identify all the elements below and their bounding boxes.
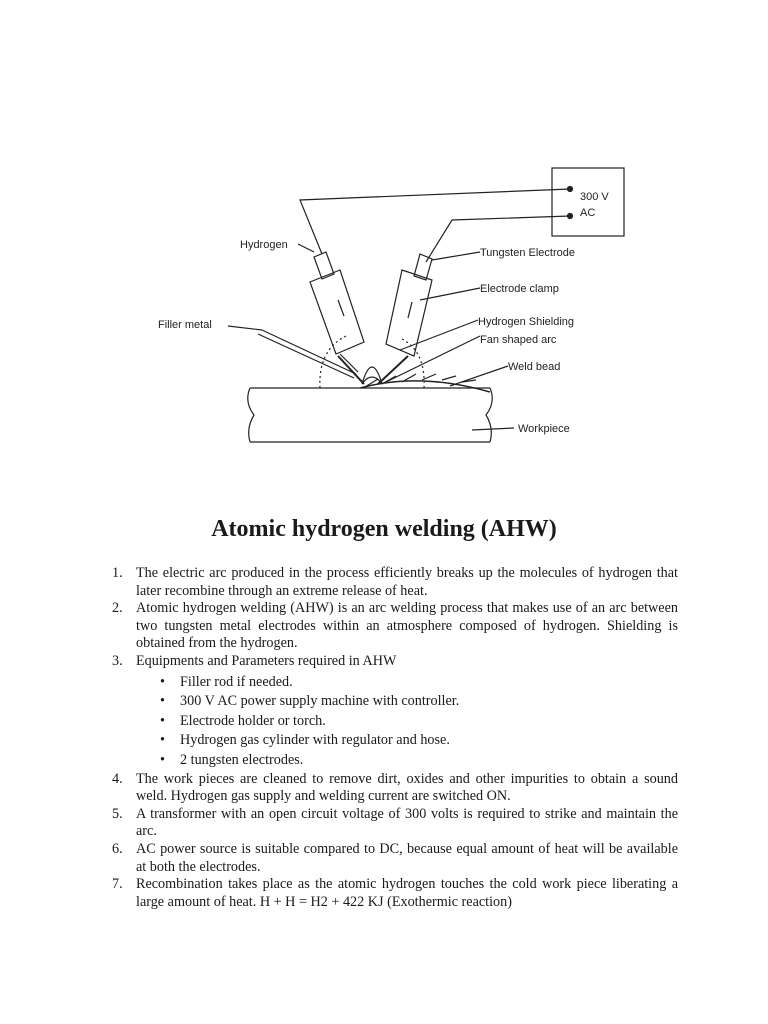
list-item: 7. Recombination takes place as the atomi… bbox=[112, 876, 678, 911]
item-text: The work pieces are cleaned to remove di… bbox=[136, 770, 678, 805]
equipment-text: Hydrogen gas cylinder with regulator and… bbox=[180, 732, 450, 749]
hydrogen-shielding bbox=[319, 335, 425, 389]
ahw-process-diagram: 300 V AC Hydrogen Tungsten Electrode Ele… bbox=[158, 167, 625, 443]
workpiece bbox=[247, 387, 493, 443]
list-item: 3. Equipments and Parameters required in … bbox=[112, 653, 678, 771]
list-item: 4. The work pieces are cleaned to remove … bbox=[112, 771, 678, 806]
weld-bead bbox=[359, 380, 491, 393]
bullet-icon: • bbox=[160, 751, 165, 768]
item-text: Recombination takes place as the atomic … bbox=[136, 876, 678, 910]
label-weld-bead: Weld bead bbox=[508, 361, 560, 373]
label-hydrogen: Hydrogen bbox=[240, 239, 288, 251]
document-body: 1. The electric arc produced in the proce… bbox=[112, 565, 678, 911]
item-text: A transformer with an open circuit volta… bbox=[136, 805, 678, 840]
label-power-1: 300 V bbox=[580, 191, 609, 203]
item-text: Atomic hydrogen welding (AHW) is an arc … bbox=[136, 600, 678, 652]
label-fan-arc: Fan shaped arc bbox=[480, 334, 557, 346]
filler-rod bbox=[257, 329, 357, 379]
left-torch bbox=[309, 251, 365, 385]
item-text: AC power source is suitable compared to … bbox=[136, 840, 678, 875]
item-number: 1. bbox=[112, 565, 123, 581]
item-number: 6. bbox=[112, 840, 123, 857]
bullet-icon: • bbox=[160, 712, 165, 729]
page-title: Atomic hydrogen welding (AHW) bbox=[211, 516, 557, 542]
item-number: 3. bbox=[112, 652, 123, 669]
power-supply-box bbox=[551, 167, 625, 237]
bullet-icon: • bbox=[160, 732, 165, 749]
equipment-list: • Filler rod if needed. • 300 V AC power s… bbox=[136, 673, 678, 771]
item-number: 7. bbox=[112, 876, 123, 893]
equipment-item: • Filler rod if needed. bbox=[136, 673, 678, 693]
item-text: The electric arc produced in the process… bbox=[136, 565, 678, 599]
equipment-item: • 300 V AC power supply machine with cont… bbox=[136, 692, 678, 712]
equipment-text: 2 tungsten electrodes. bbox=[180, 751, 304, 768]
item-number: 5. bbox=[112, 805, 123, 822]
cable-left bbox=[299, 188, 571, 255]
item-number: 4. bbox=[112, 770, 123, 787]
equipment-text: Electrode holder or torch. bbox=[180, 712, 326, 729]
list-item: 6. AC power source is suitable compared t… bbox=[112, 841, 678, 876]
item-text: Equipments and Parameters required in AH… bbox=[136, 652, 397, 669]
item-number: 2. bbox=[112, 600, 123, 617]
label-electrode-clamp: Electrode clamp bbox=[480, 283, 559, 295]
label-filler-metal: Filler metal bbox=[158, 319, 212, 331]
equipment-text: Filler rod if needed. bbox=[180, 673, 293, 690]
bullet-icon: • bbox=[160, 673, 165, 690]
list-item: 1. The electric arc produced in the proce… bbox=[112, 565, 678, 600]
fan-shaped-arc bbox=[361, 366, 383, 385]
label-hydrogen-shielding: Hydrogen Shielding bbox=[478, 316, 574, 328]
label-power-2: AC bbox=[580, 207, 595, 219]
label-workpiece: Workpiece bbox=[518, 423, 570, 435]
equipment-text: 300 V AC power supply machine with contr… bbox=[180, 693, 460, 710]
list-item: 2. Atomic hydrogen welding (AHW) is an a… bbox=[112, 600, 678, 653]
equipment-item: • 2 tungsten electrodes. bbox=[136, 751, 678, 771]
bullet-icon: • bbox=[160, 693, 165, 710]
equipment-item: • Electrode holder or torch. bbox=[136, 712, 678, 732]
label-tungsten-electrode: Tungsten Electrode bbox=[480, 247, 575, 259]
equipment-item: • Hydrogen gas cylinder with regulator an… bbox=[136, 731, 678, 751]
numbered-list: 1. The electric arc produced in the proce… bbox=[112, 565, 678, 911]
list-item: 5. A transformer with an open circuit vol… bbox=[112, 806, 678, 841]
cable-right bbox=[425, 215, 571, 263]
right-torch bbox=[377, 253, 433, 385]
